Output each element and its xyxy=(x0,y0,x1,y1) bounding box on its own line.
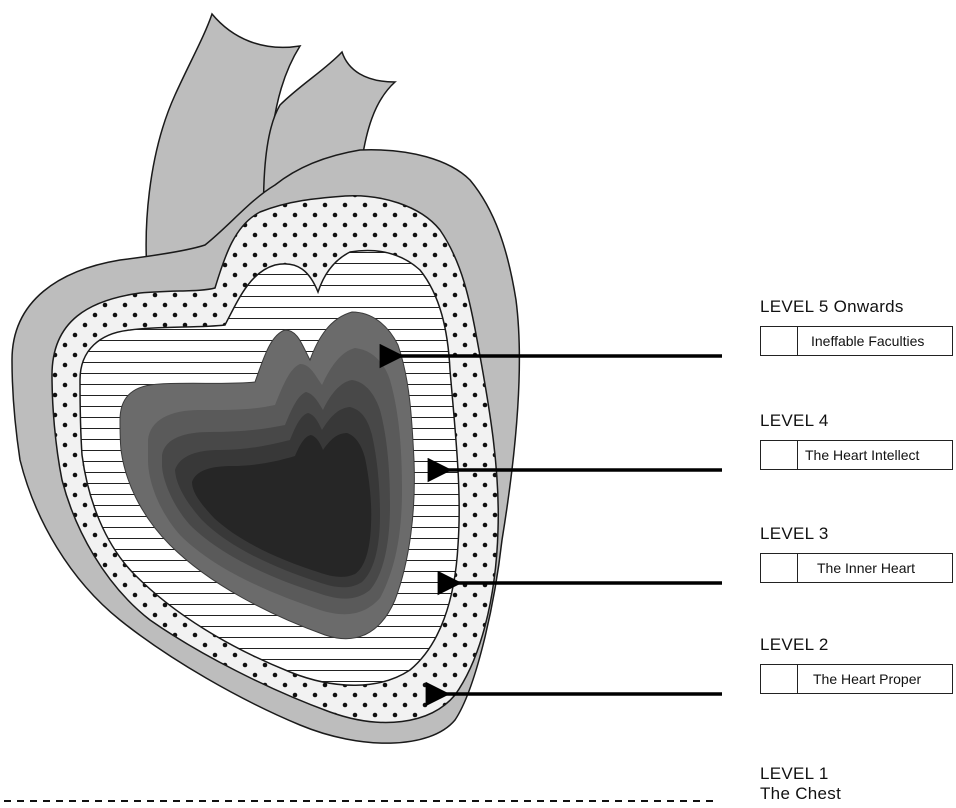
level5-title: LEVEL 5 Onwards xyxy=(760,297,904,317)
legend-swatch-border-level3 xyxy=(761,554,798,582)
legend-box-level2: The Heart Proper xyxy=(760,664,953,694)
legend-swatch-border-level4 xyxy=(761,441,798,469)
legend-box-level4: The Heart Intellect xyxy=(760,440,953,470)
level1-title: LEVEL 1 xyxy=(760,764,829,784)
level4-label: The Heart Intellect xyxy=(805,441,919,469)
legend-swatch-border-level5 xyxy=(761,327,798,355)
level3-label: The Inner Heart xyxy=(817,554,915,582)
level4-title: LEVEL 4 xyxy=(760,411,829,431)
level2-label: The Heart Proper xyxy=(813,665,921,693)
legend-swatch-border-level2 xyxy=(761,665,798,693)
legend-box-level3: The Inner Heart xyxy=(760,553,953,583)
level5-label: Ineffable Faculties xyxy=(811,327,924,355)
level1-label: The Chest xyxy=(760,784,841,804)
legend-box-level5: Ineffable Faculties xyxy=(760,326,953,356)
level3-title: LEVEL 3 xyxy=(760,524,829,544)
level2-title: LEVEL 2 xyxy=(760,635,829,655)
